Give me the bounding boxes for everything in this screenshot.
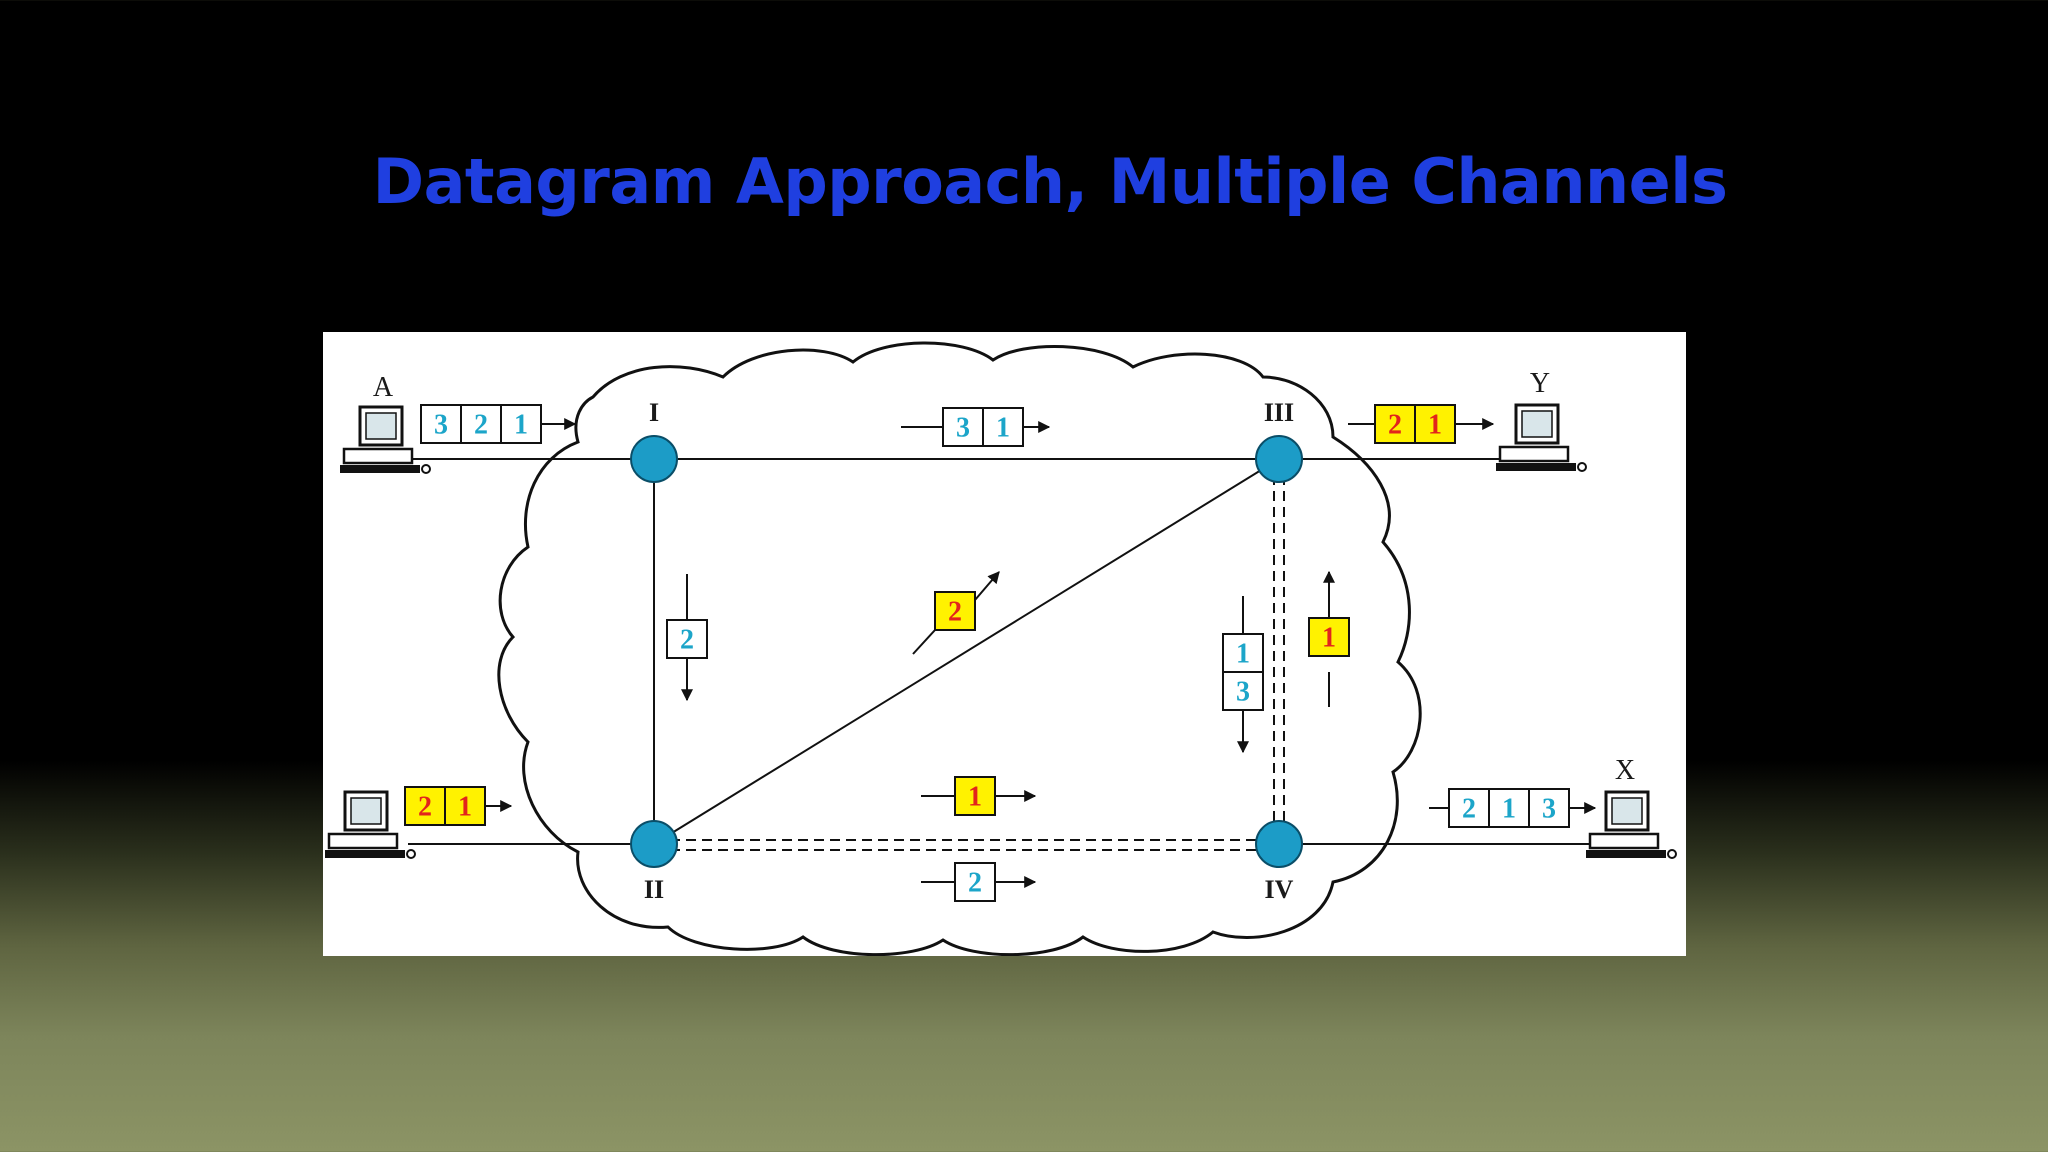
packet-number: 2: [418, 792, 432, 823]
packet-number: 3: [434, 410, 448, 441]
node-iii: [1255, 435, 1303, 483]
packet-cell: [460, 404, 502, 444]
packet-number: 1: [458, 792, 472, 823]
packet-number: 2: [474, 410, 488, 441]
link-ii-iii: [653, 458, 1280, 845]
packet-number: 1: [514, 410, 528, 441]
packet-number: 1: [1322, 623, 1336, 654]
packet-cell: [1222, 633, 1264, 673]
node-iv-label: IV: [1265, 875, 1294, 904]
node-ii: [630, 820, 678, 868]
packet-number: 1: [1428, 410, 1442, 441]
arrow-diag: [974, 571, 1000, 601]
packet-cell: [444, 786, 486, 826]
host-y-label: Y: [1530, 368, 1550, 399]
packet-diag: 2: [934, 591, 976, 631]
packet-cell: [420, 404, 462, 444]
packet-cell: [1488, 788, 1530, 828]
packet-number: 2: [680, 625, 694, 656]
packet-number: 2: [948, 597, 962, 628]
packet-number: 3: [956, 413, 970, 444]
packet-iv-up: 1: [1308, 617, 1350, 657]
packet-number: 2: [1462, 794, 1476, 825]
packet-link-i-ii: 2: [666, 619, 708, 659]
packet-cell: [1222, 671, 1264, 711]
node-ii-label: II: [644, 875, 664, 904]
computer-icon-a: [340, 405, 431, 474]
computer-icon-x: [1586, 790, 1677, 859]
packet-number: 1: [1502, 794, 1516, 825]
packet-number: 1: [968, 782, 982, 813]
node-iv: [1255, 820, 1303, 868]
packet-cell: [954, 776, 996, 816]
packet-number: 1: [1236, 639, 1250, 670]
packet-cell: [1308, 617, 1350, 657]
node-iii-label: III: [1264, 398, 1294, 427]
packet-cell: [934, 591, 976, 631]
packet-number: 2: [968, 868, 982, 899]
packet-number: 3: [1236, 677, 1250, 708]
packet-cell: [942, 407, 984, 447]
packet-number: 2: [1388, 410, 1402, 441]
network-cloud: [497, 341, 1422, 956]
packet-link-ii-iv-bottom: 2: [954, 862, 996, 902]
packet-cell: [1374, 404, 1416, 444]
node-i: [630, 435, 678, 483]
packet-number: 3: [1542, 794, 1556, 825]
packet-link-ii-iv-top: 1: [954, 776, 996, 816]
computer-icon-left-bottom: [325, 790, 416, 859]
packet-iv-down: 13: [1222, 633, 1264, 711]
packet-number: 1: [996, 413, 1010, 444]
packet-cell: [954, 862, 996, 902]
packet-cell: [500, 404, 542, 444]
node-i-label: I: [649, 398, 659, 427]
computer-icon-y: [1496, 403, 1587, 472]
slide-title: Datagram Approach, Multiple Channels: [372, 145, 1728, 218]
host-x-label: X: [1615, 755, 1635, 786]
tail-diag: [912, 629, 936, 655]
host-a-label: A: [373, 372, 394, 403]
